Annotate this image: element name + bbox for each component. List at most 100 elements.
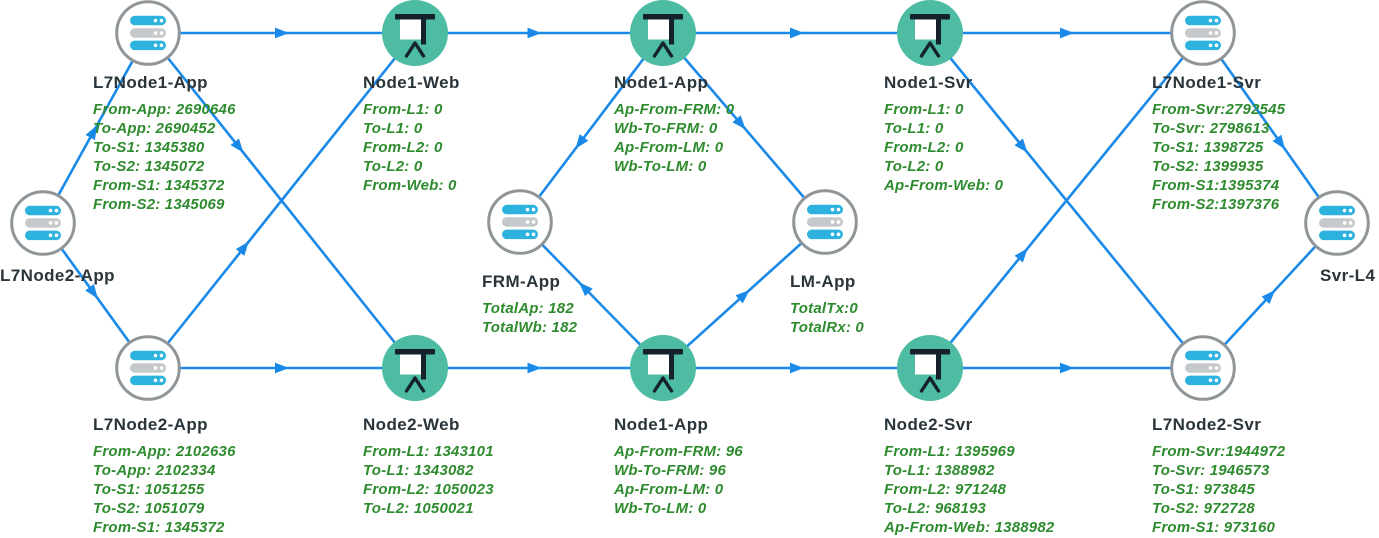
node-l7node2-app-bot[interactable]: [115, 335, 181, 401]
edge-l7node2-app-bot--node1-web: [146, 32, 417, 369]
stat-line: From-L1: 1395969: [884, 443, 1015, 460]
arrowhead-icon: [575, 134, 589, 149]
arrowhead-icon: [85, 284, 98, 299]
edge-l7node1-svr--svr-l4: [1201, 32, 1339, 224]
stat-line: From-L2: 0: [884, 139, 964, 156]
node-node1-svr[interactable]: [897, 0, 963, 66]
edge-node1-app-bot--frm-app: [519, 221, 664, 369]
node-label-node2-svr: Node2-Svr: [884, 415, 973, 434]
arrowhead-icon: [1272, 134, 1286, 150]
stat-line: To-L1: 1343082: [363, 462, 474, 479]
stat-line: To-L2: 0: [363, 158, 423, 175]
arrowhead-icon: [1060, 27, 1074, 39]
stat-line: To-S2: 1345072: [93, 158, 205, 175]
stat-line: From-S2: 1345069: [93, 196, 225, 213]
stat-line: To-L1: 1388982: [884, 462, 995, 479]
stat-line: TotalWb: 182: [482, 319, 578, 336]
node-node1-app-top[interactable]: [630, 0, 696, 66]
arrowhead-icon: [275, 362, 289, 374]
presentation-board-icon: [897, 0, 963, 66]
stat-line: To-L2: 1050021: [363, 500, 474, 517]
node-label-node1-app-top: Node1-App: [614, 73, 709, 92]
node-node2-svr[interactable]: [897, 335, 963, 401]
node-node2-web[interactable]: [382, 335, 448, 401]
stat-line: From-S1:1395374: [1152, 177, 1280, 194]
node-frm-app[interactable]: [487, 189, 553, 255]
stat-line: Ap-From-LM: 0: [614, 139, 724, 156]
node-lm-app[interactable]: [792, 189, 858, 255]
arrowhead-icon: [1261, 289, 1276, 304]
presentation-board-icon: [630, 0, 696, 66]
stat-line: Ap-From-Web: 1388982: [884, 519, 1055, 536]
stat-line: To-S1: 1398725: [1152, 139, 1264, 156]
stat-line: From-S1: 973160: [1152, 519, 1276, 536]
node-label-l7node2-app-bot: L7Node2-App: [93, 415, 208, 434]
node-node1-web[interactable]: [382, 0, 448, 66]
stat-line: From-L2: 0: [363, 139, 443, 156]
stat-line: From-L1: 0: [363, 101, 443, 118]
node-l7node1-app[interactable]: [115, 0, 181, 66]
stat-line: From-Web: 0: [363, 177, 457, 194]
arrowhead-icon: [790, 362, 804, 374]
node-label-lm-app: LM-App: [790, 272, 856, 291]
node-label-node2-web: Node2-Web: [363, 415, 460, 434]
node-label-svr-l4: Svr-L4: [1320, 266, 1376, 285]
arrowhead-icon: [230, 138, 244, 153]
arrowhead-icon: [1060, 362, 1074, 374]
stat-line: To-S1: 973845: [1152, 481, 1255, 498]
stat-line: Ap-From-FRM: 96: [614, 443, 743, 460]
arrowhead-icon: [1014, 138, 1028, 153]
server-stack-icon: [115, 335, 181, 401]
node-svr-l4[interactable]: [1304, 190, 1370, 256]
node-l7node1-svr[interactable]: [1170, 0, 1236, 66]
stat-line: To-S1: 1345380: [93, 139, 205, 156]
stat-line: From-Svr:2792545: [1152, 101, 1286, 118]
arrowhead-icon: [527, 27, 542, 39]
stat-line: Ap-From-FRM: 0: [614, 101, 735, 118]
node-l7node2-app-mid[interactable]: [10, 190, 76, 256]
presentation-board-icon: [382, 335, 448, 401]
node-l7node2-svr[interactable]: [1170, 335, 1236, 401]
stat-line: TotalTx:0: [790, 300, 858, 317]
arrowhead-icon: [790, 27, 804, 39]
stat-line: From-L1: 0: [884, 101, 964, 118]
stat-line: To-App: 2690452: [93, 120, 216, 137]
presentation-board-icon: [630, 335, 696, 401]
stat-line: To-Svr: 2798613: [1152, 120, 1270, 137]
stat-line: From-Svr:1944972: [1152, 443, 1286, 460]
node-label-l7node2-app-mid: L7Node2-App: [0, 266, 115, 285]
arrowhead-icon: [1014, 248, 1028, 263]
stat-line: To-L1: 0: [884, 120, 944, 137]
stat-line: Wb-To-LM: 0: [614, 158, 707, 175]
arrowhead-icon: [85, 125, 98, 141]
stat-line: TotalRx: 0: [790, 319, 864, 336]
server-stack-icon: [487, 189, 553, 255]
stat-line: To-S2: 1399935: [1152, 158, 1264, 175]
stat-line: Ap-From-LM: 0: [614, 481, 724, 498]
stat-line: To-App: 2102334: [93, 462, 216, 479]
server-stack-icon: [1304, 190, 1370, 256]
server-stack-icon: [115, 0, 181, 66]
stat-line: To-S1: 1051255: [93, 481, 205, 498]
node-label-node1-web: Node1-Web: [363, 73, 460, 92]
node-label-l7node1-app: L7Node1-App: [93, 73, 208, 92]
arrowhead-icon: [732, 115, 746, 130]
stat-line: From-L2: 971248: [884, 481, 1007, 498]
node-node1-app-bot[interactable]: [630, 335, 696, 401]
stat-line: From-App: 2690646: [93, 101, 236, 118]
arrowhead-icon: [579, 282, 593, 297]
stat-line: From-S1: 1345372: [93, 519, 225, 536]
stat-line: From-App: 2102636: [93, 443, 236, 460]
stat-line: Ap-From-Web: 0: [884, 177, 1004, 194]
arrowhead-icon: [527, 362, 542, 374]
